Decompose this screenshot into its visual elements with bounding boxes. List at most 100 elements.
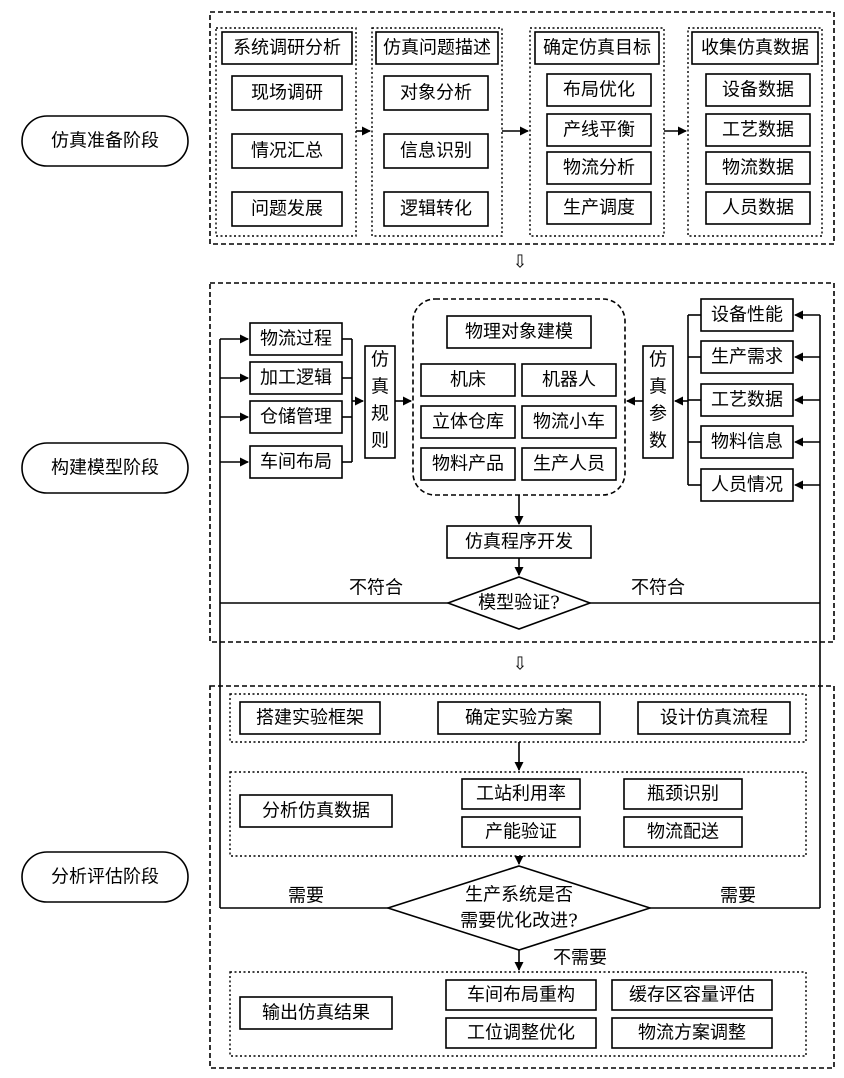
output-item-1-box <box>445 979 597 1011</box>
decision-need-left-label: 需要 <box>288 886 324 907</box>
prep-group-2-item-3-box <box>383 191 489 227</box>
physical-item-2-box <box>521 363 617 397</box>
decision-no-need-label: 不需要 <box>553 948 607 969</box>
prep-group-1-item-3: 问题发展 <box>251 199 323 220</box>
prep-group-4-item-4-box <box>705 191 811 225</box>
prep-group-4-item-3-box <box>705 151 811 185</box>
framework-item-1-box <box>239 701 381 735</box>
stage-pill-analyze: 分析评估阶段 <box>21 851 189 903</box>
verify-fail-left-label: 不符合 <box>349 578 403 599</box>
build-left-item-4-box <box>249 445 343 479</box>
analysis-frame <box>229 771 807 857</box>
prep-group-1-title-box <box>221 31 353 65</box>
build-left-item-4: 车间布局 <box>260 452 332 473</box>
stage-pill-prep: 仿真准备阶段 <box>21 115 189 167</box>
prep-stage-frame <box>209 11 835 245</box>
prep-group-2-frame <box>371 27 503 237</box>
framework-item-2: 确定实验方案 <box>465 708 573 729</box>
prep-group-1-item-3-box <box>231 191 343 227</box>
prep-group-1-item-2-box <box>231 133 343 169</box>
prep-group-2-item-2-box <box>383 133 489 169</box>
framework-item-3: 设计仿真流程 <box>660 708 768 729</box>
framework-item-1: 搭建实验框架 <box>256 708 364 729</box>
physical-item-5: 物料产品 <box>432 454 504 475</box>
verify-diamond <box>445 576 593 630</box>
analysis-item-2-box <box>623 778 743 810</box>
prep-group-3-item-1-box <box>546 73 652 107</box>
prep-group-3-item-3: 物流分析 <box>563 158 635 179</box>
build-right-item-2: 生产需求 <box>711 347 783 368</box>
params-char-2: 真 <box>649 377 667 398</box>
verify-fail-right-label: 不符合 <box>631 578 685 599</box>
build-left-item-1: 物流过程 <box>260 329 332 350</box>
physical-item-4-box <box>521 405 617 439</box>
prep-group-1-title: 系统调研分析 <box>233 38 341 59</box>
physical-item-3-box <box>420 405 516 439</box>
prep-group-2-title-box <box>375 31 499 65</box>
optimize-decision-diamond <box>385 865 653 951</box>
prep-group-2-item-2: 信息识别 <box>400 141 472 162</box>
output-item-4-box <box>611 1017 773 1049</box>
physical-item-6-box <box>521 447 617 481</box>
analysis-item-3: 产能验证 <box>485 822 557 843</box>
prep-group-2-item-3: 逻辑转化 <box>400 199 472 220</box>
prep-group-4-title: 收集仿真数据 <box>701 38 809 59</box>
output-label-box <box>239 996 393 1030</box>
prep-group-3-title: 确定仿真目标 <box>543 38 651 59</box>
decision-line-2: 需要优化改进? <box>460 911 578 932</box>
analysis-label: 分析仿真数据 <box>262 801 370 822</box>
physical-item-3: 立体仓库 <box>432 412 504 433</box>
prep-group-3-item-4-box <box>546 191 652 225</box>
stage-pill-prep-box <box>21 115 189 167</box>
prep-group-4-item-3: 物流数据 <box>722 158 794 179</box>
stage-pill-build-box <box>21 442 189 494</box>
build-left-item-3: 仓储管理 <box>260 407 332 428</box>
output-item-4: 物流方案调整 <box>638 1023 746 1044</box>
framework-item-2-box <box>437 701 601 735</box>
build-right-item-5: 人员情况 <box>711 475 783 496</box>
prep-group-1-frame <box>215 27 357 237</box>
stage-analyze: 搭建实验框架 确定实验方案 设计仿真流程 分析仿真数据 工站利用率 瓶颈识别 产… <box>209 685 835 1069</box>
physical-item-5-box <box>420 447 516 481</box>
physical-item-1-box <box>420 363 516 397</box>
build-right-item-4: 物料信息 <box>711 432 783 453</box>
prep-group-3-item-2: 产线平衡 <box>563 120 635 141</box>
prep-group-4-item-4: 人员数据 <box>722 198 794 219</box>
build-right-item-1-box <box>700 298 794 332</box>
physical-title: 物理对象建模 <box>465 322 573 343</box>
rules-char-2: 真 <box>371 377 389 398</box>
prep-group-2-item-1-box <box>383 75 489 111</box>
analysis-item-2: 瓶颈识别 <box>647 784 719 805</box>
prep-group-1-item-1-box <box>231 75 343 111</box>
build-right-item-3: 工艺数据 <box>711 390 783 411</box>
rules-char-3: 规 <box>371 404 389 425</box>
decision-need-right-label: 需要 <box>720 886 756 907</box>
build-left-item-2: 加工逻辑 <box>260 368 332 389</box>
params-box <box>642 345 674 459</box>
build-left-item-1-box <box>249 322 343 356</box>
dev-box <box>446 525 592 559</box>
output-item-2-box <box>611 979 773 1011</box>
analysis-item-3-box <box>461 816 581 848</box>
analyze-stage-frame <box>209 685 835 1069</box>
prep-group-4-title-box <box>691 31 819 65</box>
physical-item-6: 生产人员 <box>533 454 605 475</box>
stage-build: 物流过程 加工逻辑 仓储管理 车间布局 仿 真 规 则 物理对象建模 机床 <box>209 282 835 908</box>
prep-group-3-title-box <box>534 31 660 65</box>
prep-group-2-item-1: 对象分析 <box>400 83 472 104</box>
prep-group-4-item-1: 设备数据 <box>722 80 794 101</box>
output-label: 输出仿真结果 <box>262 1003 370 1024</box>
output-item-1: 车间布局重构 <box>467 985 575 1006</box>
physical-item-1: 机床 <box>450 370 486 391</box>
framework-frame <box>229 693 807 743</box>
stage-prep: 系统调研分析 现场调研 情况汇总 问题发展 仿真问题描述 对象分析 信息识别 逻… <box>209 11 835 245</box>
stage-pill-build: 构建模型阶段 <box>21 442 189 494</box>
rules-box <box>364 345 396 459</box>
rules-char-4: 则 <box>371 431 389 452</box>
analysis-item-1: 工站利用率 <box>476 784 566 805</box>
prep-group-1-item-2: 情况汇总 <box>251 141 323 162</box>
prep-group-2-title: 仿真问题描述 <box>383 38 491 59</box>
build-right-item-3-box <box>700 383 794 417</box>
framework-item-3-box <box>637 701 791 735</box>
